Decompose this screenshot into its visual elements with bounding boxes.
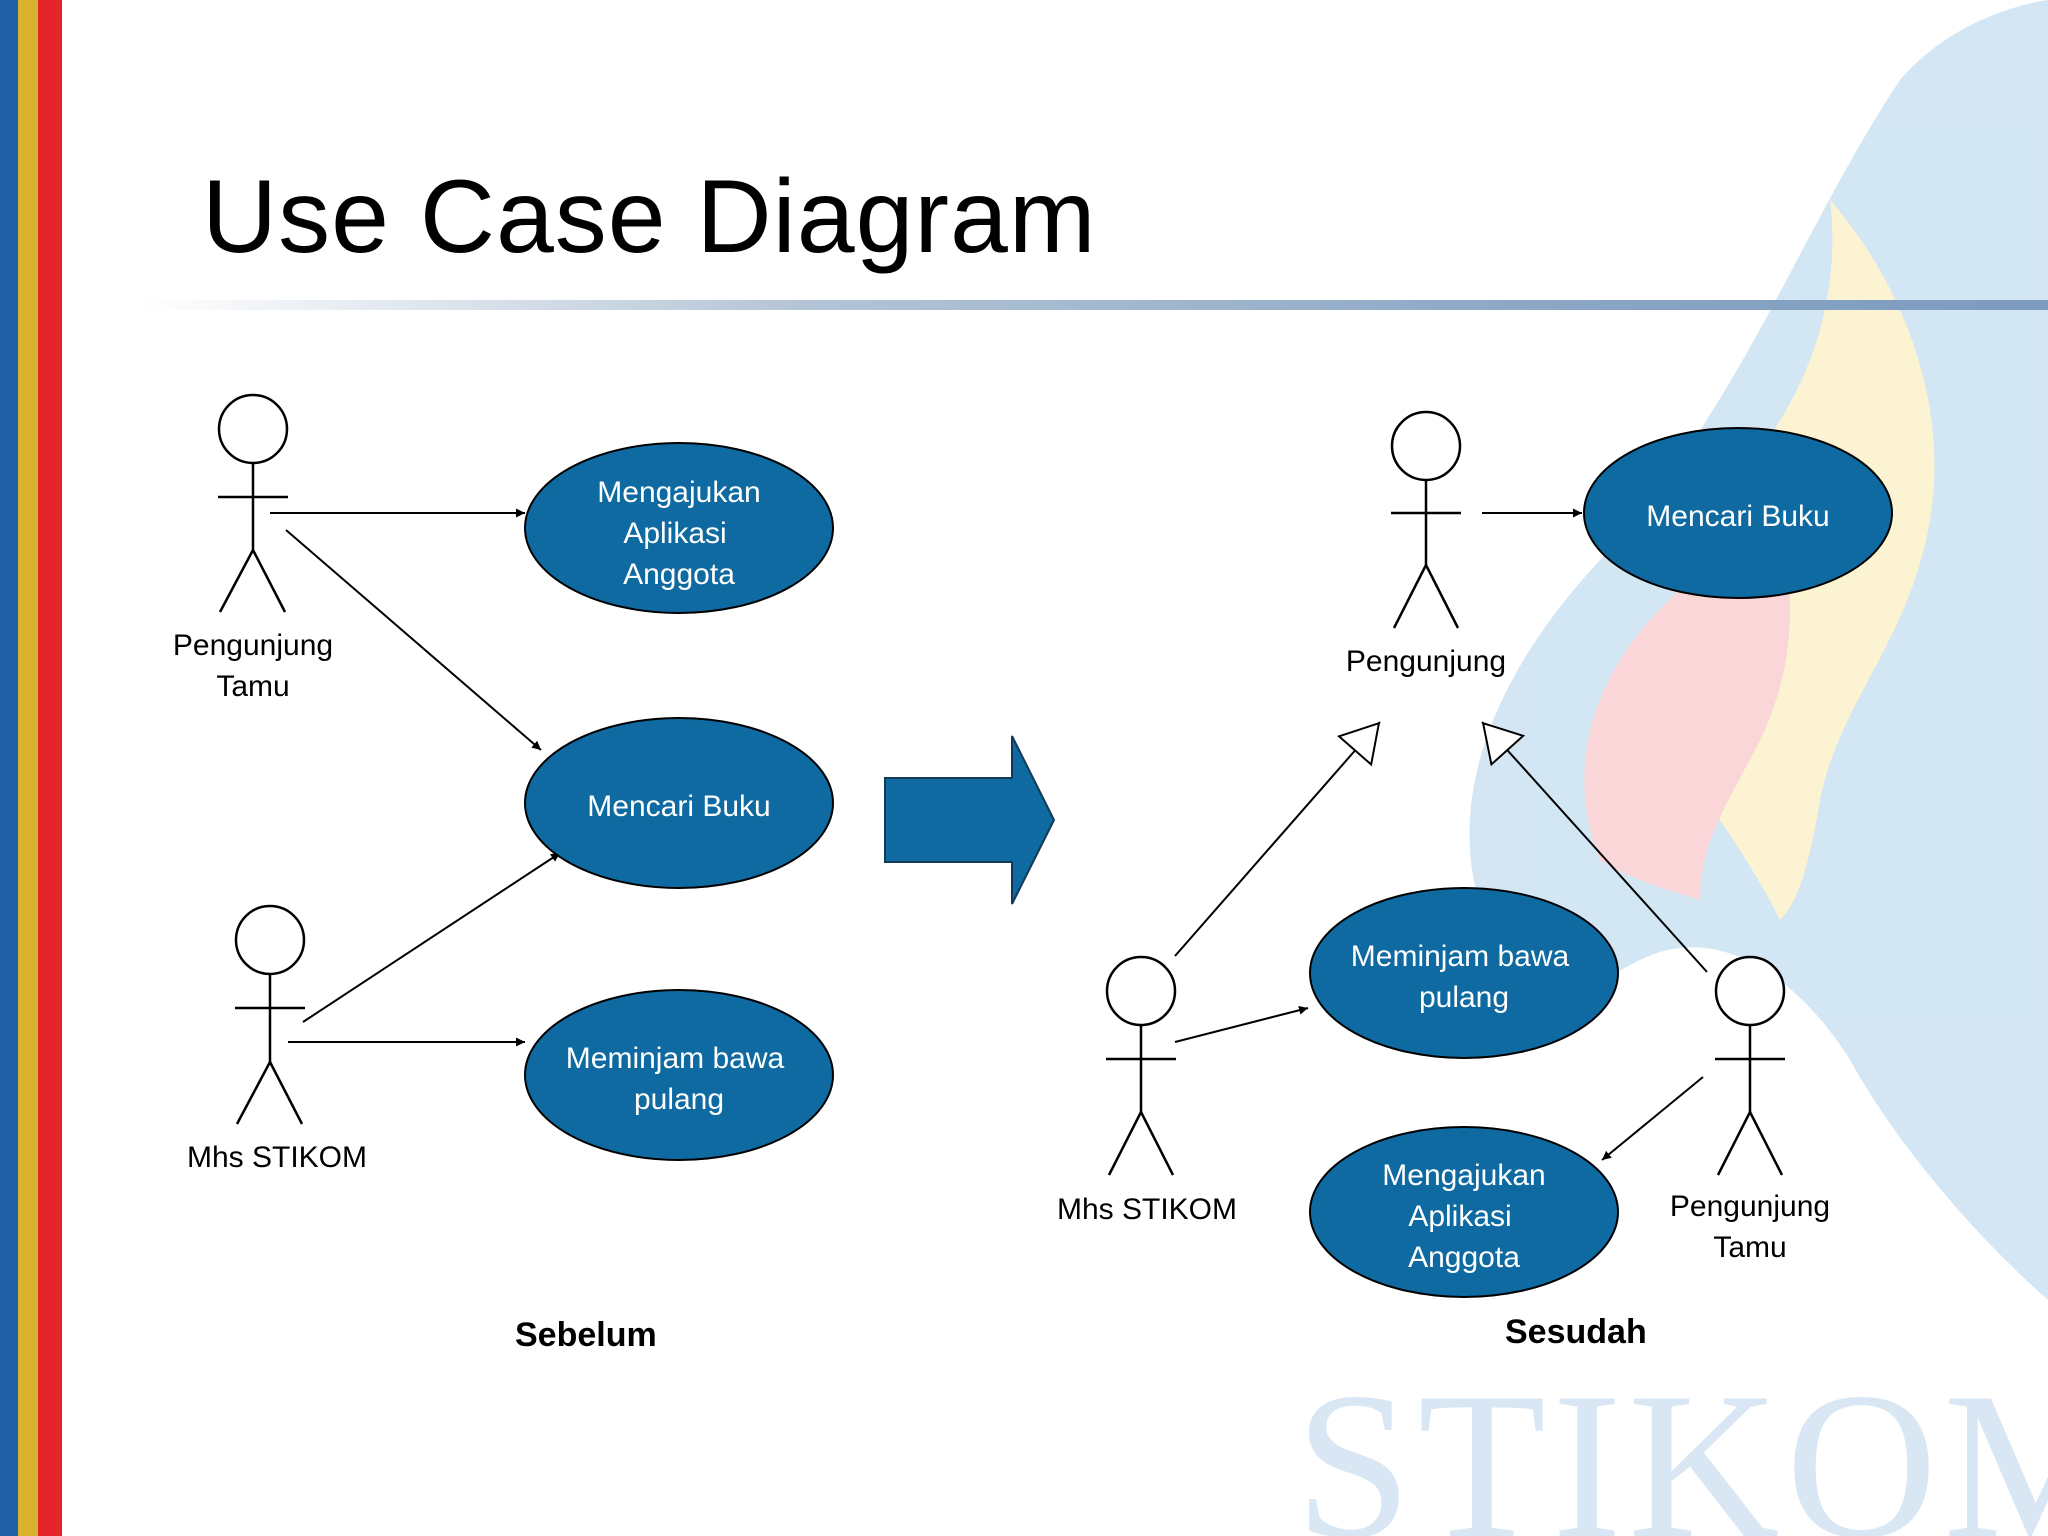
usecase-before-aplikasi-line3: Anggota xyxy=(623,558,735,591)
actor-before-tamu-label-line2: Tamu xyxy=(216,670,290,703)
actor-before-tamu xyxy=(217,393,289,613)
usecase-after-aplikasi-line3: Anggota xyxy=(1408,1241,1520,1274)
stripe-yellow xyxy=(18,0,38,1536)
actor-after-pengunjung-label-line1: Pengunjung xyxy=(1345,645,1507,678)
actor-after-tamu-label-line1: Pengunjung xyxy=(1669,1190,1831,1223)
generalization-tamu-pengunjung xyxy=(1481,721,1708,973)
actor-after-tamu-label: Pengunjung Tamu xyxy=(1645,1176,1855,1282)
usecase-before-aplikasi-line1: Mengajukan xyxy=(597,476,760,509)
actor-after-mhs xyxy=(1105,955,1177,1176)
actor-after-pengunjung xyxy=(1390,410,1462,629)
assoc-mhs-pinjam-after xyxy=(1174,1005,1309,1043)
assoc-tamu-cari xyxy=(285,529,542,751)
section-label-sebelum: Sebelum xyxy=(515,1316,657,1354)
transition-arrow xyxy=(884,735,1056,905)
usecase-before-pinjam-line2: pulang xyxy=(634,1083,724,1116)
usecase-after-pinjam-line2: pulang xyxy=(1419,981,1509,1014)
usecase-after-pinjam: Meminjam bawa pulang xyxy=(1309,887,1619,1059)
usecase-before-cari: Mencari Buku xyxy=(524,717,834,889)
usecase-after-cari-line1: Mencari Buku xyxy=(1646,500,1829,533)
actor-after-pengunjung-label: Pengunjung xyxy=(1326,641,1526,682)
stripe-red xyxy=(38,0,62,1536)
generalization-mhs-pengunjung xyxy=(1174,721,1381,957)
assoc-tamu-aplikasi-after xyxy=(1601,1076,1704,1161)
usecase-before-cari-line1: Mencari Buku xyxy=(587,790,770,823)
stripe-blue xyxy=(0,0,18,1536)
usecase-after-aplikasi-line2: Aplikasi xyxy=(1408,1200,1511,1233)
after-relations xyxy=(1174,508,1708,1161)
usecase-after-aplikasi-line1: Mengajukan xyxy=(1382,1159,1545,1192)
actor-before-mhs-label-line1: Mhs STIKOM xyxy=(186,1141,367,1174)
page-title: Use Case Diagram xyxy=(202,159,1097,275)
before-associations xyxy=(270,508,561,1047)
usecase-before-aplikasi: Mengajukan Aplikasi Anggota xyxy=(524,442,834,614)
usecase-after-pinjam-line1: Meminjam bawa xyxy=(1351,940,1570,973)
assoc-mhs-cari xyxy=(302,852,561,1023)
usecase-before-aplikasi-line2: Aplikasi xyxy=(623,517,726,550)
usecase-before-pinjam-line1: Meminjam bawa xyxy=(566,1042,785,1075)
watermark-stikom: STIKOM xyxy=(1295,1350,2048,1536)
title-divider xyxy=(140,300,2048,310)
usecase-after-aplikasi: Mengajukan Aplikasi Anggota xyxy=(1309,1126,1619,1298)
actor-before-mhs-label: Mhs STIKOM xyxy=(167,1137,387,1178)
section-label-sesudah: Sesudah xyxy=(1505,1313,1647,1351)
actor-after-tamu xyxy=(1714,955,1786,1176)
logo-flame-blue xyxy=(1469,0,2048,1300)
actor-after-mhs-label: Mhs STIKOM xyxy=(1037,1189,1257,1230)
usecase-before-pinjam: Meminjam bawa pulang xyxy=(524,989,834,1161)
actor-before-tamu-label: Pengunjung Tamu xyxy=(153,625,353,707)
actor-before-mhs xyxy=(234,904,306,1125)
actor-after-tamu-label-line2: Tamu xyxy=(1713,1231,1787,1264)
usecase-after-cari: Mencari Buku xyxy=(1583,427,1893,599)
actor-before-tamu-label-line1: Pengunjung xyxy=(172,629,334,662)
actor-after-mhs-label-line1: Mhs STIKOM xyxy=(1056,1193,1237,1226)
